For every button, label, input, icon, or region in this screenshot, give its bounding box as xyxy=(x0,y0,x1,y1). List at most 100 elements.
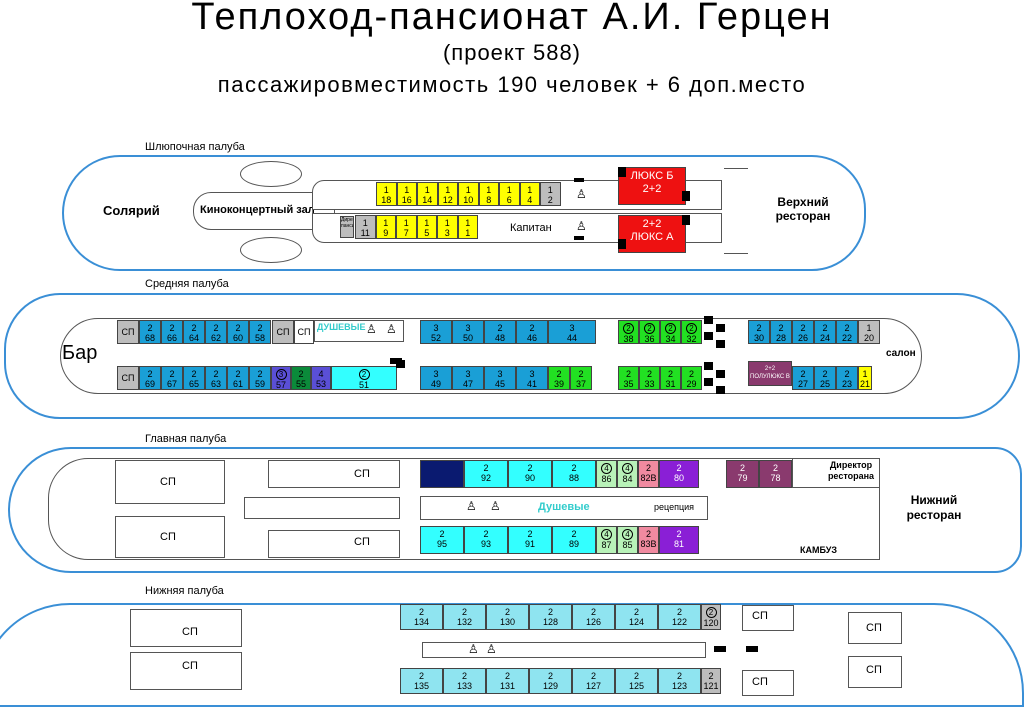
cabin-director-boat[interactable]: Директор пансионата xyxy=(340,216,354,238)
service-room[interactable] xyxy=(268,530,400,558)
showers-block[interactable] xyxy=(314,320,404,342)
restaurant-director-office[interactable] xyxy=(792,458,879,488)
service-room[interactable] xyxy=(742,670,794,696)
service-room[interactable]: СП xyxy=(272,320,294,344)
cinema-hall[interactable] xyxy=(193,192,335,230)
service-room[interactable]: СП xyxy=(117,366,139,390)
service-room[interactable] xyxy=(115,460,225,504)
service-room[interactable] xyxy=(848,612,902,644)
service-room[interactable] xyxy=(742,605,794,631)
service-room[interactable] xyxy=(115,516,225,558)
service-room[interactable] xyxy=(848,656,902,688)
service-room[interactable]: СП xyxy=(294,320,314,344)
service-room[interactable] xyxy=(130,652,242,690)
cabin-semilux-v[interactable]: 2+2 ПОЛУЛЮКС В xyxy=(748,361,792,386)
service-room[interactable] xyxy=(268,460,400,488)
